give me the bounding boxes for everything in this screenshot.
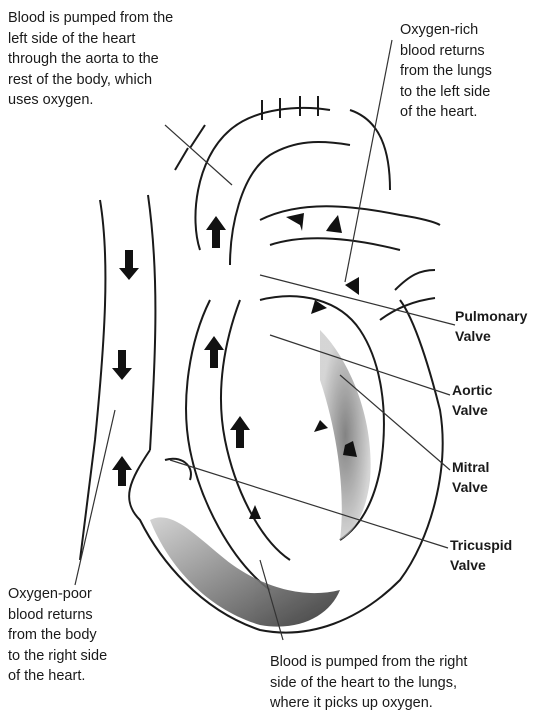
lungs-return-note: Oxygen-rich blood returns from the lungs…: [400, 20, 492, 123]
shaded-chambers: [150, 330, 371, 627]
leader-lines: [75, 40, 455, 640]
body-return-note: Oxygen-poor blood returns from the body …: [8, 584, 107, 687]
heart-outline: [80, 96, 443, 633]
aorta-note: Blood is pumped from the left side of th…: [8, 8, 173, 111]
lungs-pump-note: Blood is pumped from the right side of t…: [270, 652, 467, 714]
pulmonary-valve-label: Pulmonary Valve: [455, 306, 527, 346]
mitral-valve-label: Mitral Valve: [452, 457, 489, 497]
tricuspid-valve-label: Tricuspid Valve: [450, 535, 512, 575]
aortic-valve-label: Aortic Valve: [452, 380, 492, 420]
